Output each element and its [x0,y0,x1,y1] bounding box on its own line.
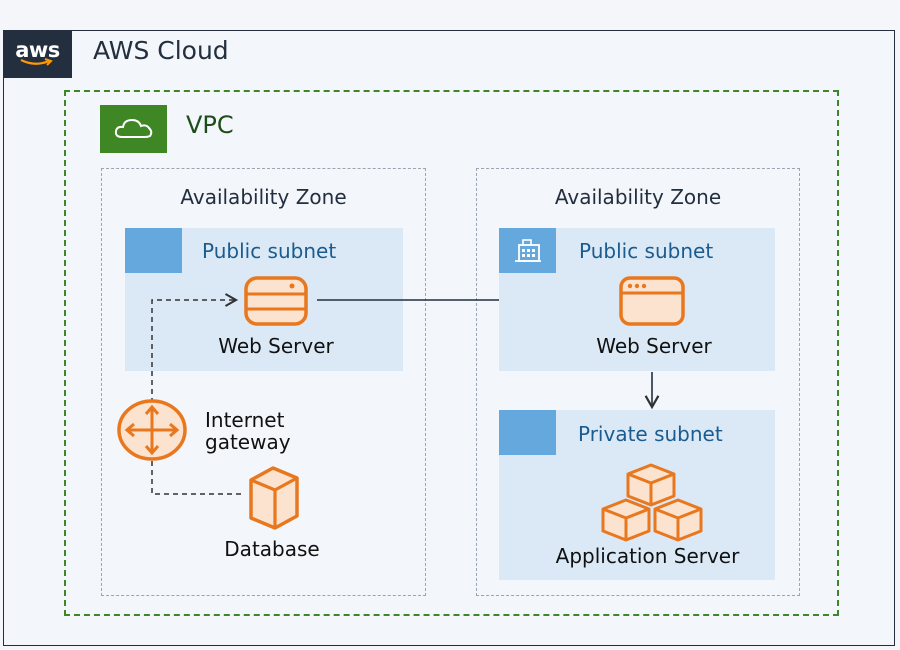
aws-smile-icon [20,58,53,66]
public-subnet-left-marker [125,228,182,273]
cloud-title: AWS Cloud [93,36,229,65]
availability-zone-left-label: Availability Zone [180,185,347,209]
internet-gateway-label-line2: gateway [205,430,291,454]
aws-logo-text: aws [15,38,60,62]
public-subnet-left-label: Public subnet [202,239,337,263]
cubes-icon [601,463,703,542]
aws-logo-badge: aws [3,30,72,78]
private-subnet-marker [499,410,556,455]
internet-gateway-label-line1: Internet [205,408,285,432]
vpc-badge [100,105,167,153]
database-label: Database [224,537,320,561]
availability-zone-right [476,168,800,596]
vpc-boundary [64,90,839,616]
router-icon [117,399,187,461]
internet-gateway-label: Internet gateway [205,409,291,453]
web-server-left-label: Web Server [218,334,334,358]
cloud-icon [114,118,152,138]
availability-zone-right-label: Availability Zone [554,185,722,209]
public-subnet-right-marker [499,228,556,273]
application-server-label: Application Server [555,544,740,568]
browser-window-icon [619,276,685,326]
server-icon [244,276,308,326]
database-to-web-dashed-line [151,293,241,495]
web-server-right-label: Web Server [596,334,712,358]
public-subnet-right-label: Public subnet [579,239,714,263]
vpc-title: VPC [186,111,234,139]
availability-zone-left [101,168,426,596]
box-icon [249,466,299,530]
building-icon [514,238,541,262]
private-subnet-label: Private subnet [578,422,723,446]
